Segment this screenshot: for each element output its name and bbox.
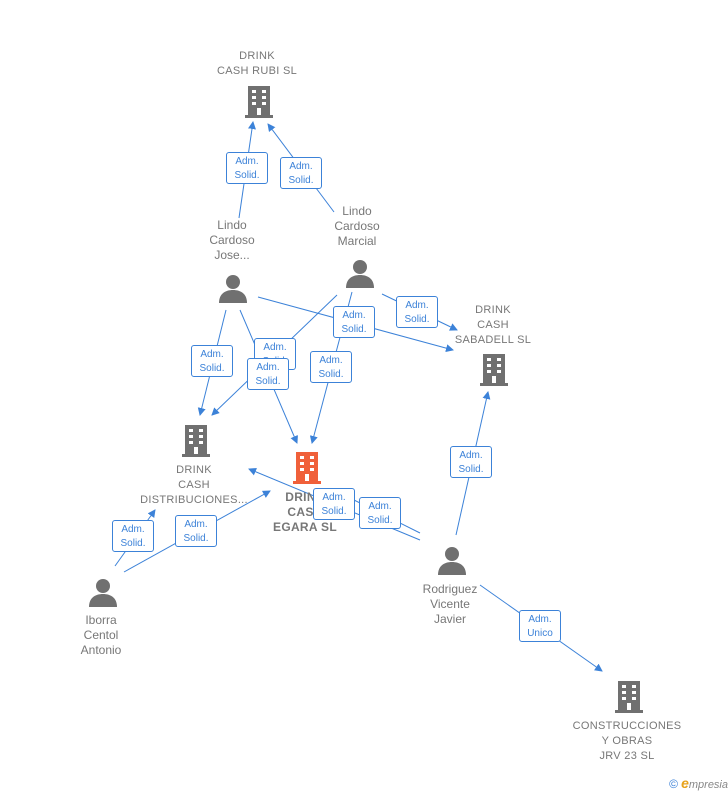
relation-line: Adm. (235, 156, 259, 167)
building-focus-icon[interactable] (291, 451, 323, 485)
brand-name: mpresia (688, 779, 728, 791)
relation-badge[interactable]: Adm. Solid. (450, 446, 492, 478)
label-line: DRINK (475, 304, 511, 316)
relation-line: Adm. (289, 161, 313, 172)
relation-line: Adm. (528, 614, 552, 625)
label-line: Y OBRAS (601, 735, 653, 747)
person-label-iborra[interactable]: Iborra Centol Antonio (81, 613, 122, 658)
label-line: CASH (477, 319, 509, 331)
relation-badge[interactable]: Adm. Solid. (359, 497, 401, 529)
person-icon[interactable] (437, 546, 467, 576)
relation-line: Solid. (458, 464, 484, 475)
relation-badge[interactable]: Adm. Solid. (112, 520, 154, 552)
relation-line: Adm. (200, 349, 224, 360)
label-line: Javier (433, 612, 467, 626)
label-line: EGARA SL (273, 520, 337, 534)
label-line: CASH RUBI SL (216, 65, 298, 77)
relation-line: Solid. (255, 376, 281, 387)
relation-line: Solid. (183, 533, 209, 544)
relation-line: Solid. (321, 506, 347, 517)
building-icon[interactable] (478, 353, 510, 387)
relation-line: Adm. (368, 501, 392, 512)
relation-badge[interactable]: Adm. Solid. (226, 152, 268, 184)
brand-initial: e (681, 775, 689, 791)
relation-line: Adm. (184, 519, 208, 530)
relation-line: Adm. (342, 310, 366, 321)
label-line: DISTRIBUCIONES... (140, 494, 248, 506)
relation-badge[interactable]: Adm. Solid. (333, 306, 375, 338)
label-line: Rodriguez (422, 582, 478, 596)
label-line: Vicente (430, 597, 470, 611)
relation-line: Adm. (256, 362, 280, 373)
label-line: Antonio (80, 643, 122, 657)
label-line: Marcial (337, 234, 377, 248)
relation-line: Solid. (288, 175, 314, 186)
relation-line: Solid. (234, 170, 260, 181)
label-line: Jose... (214, 248, 250, 262)
relation-line: Adm. (405, 300, 429, 311)
relation-line: Solid. (318, 369, 344, 380)
label-line: Centol (83, 628, 119, 642)
relation-line: Adm. (322, 492, 346, 503)
relation-badge[interactable]: Adm. Unico (519, 610, 561, 642)
label-line: JRV 23 SL (599, 750, 655, 762)
relation-line: Adm. (459, 450, 483, 461)
company-label-construcciones[interactable]: CONSTRUCCIONES Y OBRAS JRV 23 SL (573, 719, 682, 764)
label-line: Iborra (85, 613, 117, 627)
relation-line: Solid. (404, 314, 430, 325)
relation-badge[interactable]: Adm. Solid. (310, 351, 352, 383)
person-icon[interactable] (88, 578, 118, 608)
label-line: SABADELL SL (454, 334, 532, 346)
relation-badge[interactable]: Adm. Solid. (280, 157, 322, 189)
company-label-sabadell[interactable]: DRINK CASH SABADELL SL (455, 303, 531, 348)
relation-badge[interactable]: Adm. Solid. (191, 345, 233, 377)
relation-line: Solid. (120, 538, 146, 549)
relation-badge[interactable]: Adm. Solid. (313, 488, 355, 520)
relation-line: Adm. (263, 342, 287, 353)
label-line: CONSTRUCCIONES (572, 720, 682, 732)
footer-brand[interactable]: © empresia (669, 775, 728, 791)
building-icon[interactable] (613, 680, 645, 714)
label-line: Lindo (342, 204, 372, 218)
building-icon[interactable] (180, 424, 212, 458)
person-label-lindo-marcial[interactable]: Lindo Cardoso Marcial (334, 204, 379, 249)
company-label-rubi[interactable]: DRINK CASH RUBI SL (217, 49, 297, 79)
person-label-rodriguez[interactable]: Rodriguez Vicente Javier (423, 582, 478, 627)
person-icon[interactable] (345, 259, 375, 289)
relation-badge[interactable]: Adm. Solid. (247, 358, 289, 390)
label-line: Cardoso (334, 219, 380, 233)
label-line: DRINK (176, 464, 212, 476)
relation-line: Adm. (319, 355, 343, 366)
person-label-lindo-jose[interactable]: Lindo Cardoso Jose... (209, 218, 254, 263)
label-line: Cardoso (209, 233, 255, 247)
label-line: Lindo (217, 218, 247, 232)
copyright-icon: © (669, 777, 679, 791)
relation-line: Solid. (341, 324, 367, 335)
company-label-distribuciones[interactable]: DRINK CASH DISTRIBUCIONES... (140, 463, 248, 508)
label-line: CASH (178, 479, 210, 491)
relation-line: Unico (527, 628, 553, 639)
building-icon[interactable] (243, 85, 275, 119)
relation-badge[interactable]: Adm. Solid. (175, 515, 217, 547)
relation-line: Solid. (199, 363, 225, 374)
relation-line: Solid. (367, 515, 393, 526)
label-line: DRINK (239, 50, 275, 62)
relation-badge[interactable]: Adm. Solid. (396, 296, 438, 328)
person-icon[interactable] (218, 274, 248, 304)
relation-line: Adm. (121, 524, 145, 535)
